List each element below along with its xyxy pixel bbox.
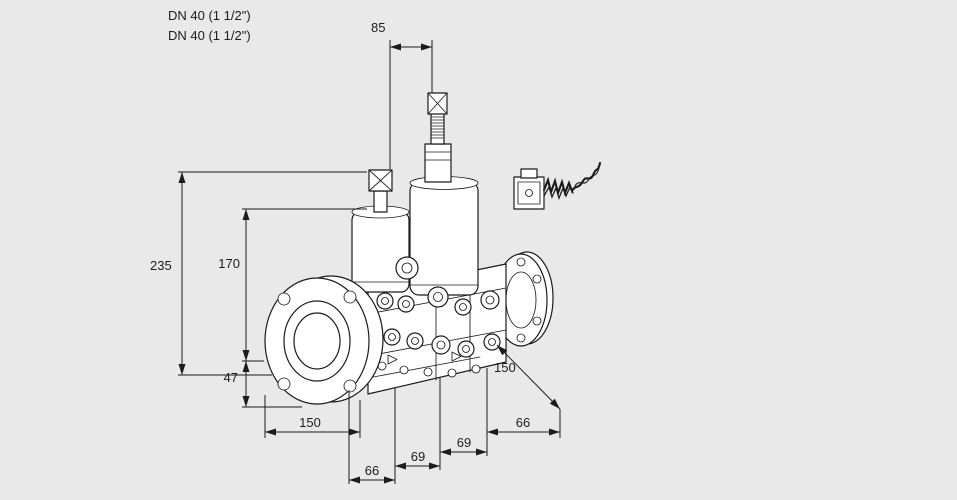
dim-69-right: 69 (439, 378, 487, 470)
dim-85-label: 85 (371, 20, 385, 35)
valve-drawing (264, 92, 602, 405)
dim-170-label: 170 (218, 256, 240, 271)
dim-150-right-label: 150 (494, 360, 516, 375)
cable-connector (513, 161, 602, 210)
left-flange (264, 275, 384, 405)
spindle-cap-cross (427, 92, 448, 115)
dim-47: 47 (224, 361, 302, 408)
flow-direction-arrow (451, 351, 462, 362)
dim-85: 85 (371, 20, 433, 169)
dim-69-left-label: 69 (411, 449, 425, 464)
dimension-annotations: 85 235 170 47 150 (150, 20, 561, 484)
size-label-line2: DN 40 (1 1/2") (168, 28, 251, 43)
dim-235: 235 (150, 171, 367, 376)
dim-69-left: 69 (394, 388, 440, 484)
actuator-hinge-boss (395, 256, 419, 280)
dim-66-right-label: 66 (516, 415, 530, 430)
product-size-labels: DN 40 (1 1/2") DN 40 (1 1/2") (168, 8, 251, 43)
dim-47-label: 47 (224, 370, 238, 385)
dim-150-left: 150 (264, 395, 361, 438)
dim-69-right-label: 69 (457, 435, 471, 450)
body-ports (376, 286, 501, 378)
dim-150-left-label: 150 (299, 415, 321, 430)
right-flange (494, 251, 554, 347)
dim-66-left: 66 (348, 390, 395, 484)
size-label-line1: DN 40 (1 1/2") (168, 8, 251, 23)
flow-direction-arrow (387, 354, 398, 365)
dim-235-label: 235 (150, 258, 172, 273)
left-cap-cross (368, 169, 393, 192)
dim-66-right: 66 (486, 368, 561, 456)
dim-66-left-label: 66 (365, 463, 379, 478)
dim-170: 170 (218, 208, 367, 362)
connection-cable (542, 161, 602, 200)
dim-150-right: 150 (494, 344, 561, 410)
actuator-spindle (424, 92, 452, 183)
